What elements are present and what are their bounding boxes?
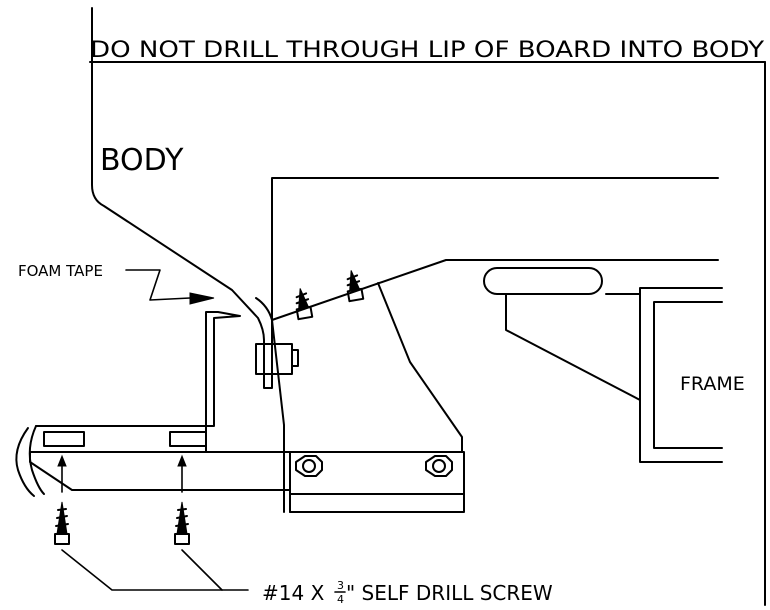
bracket-left-leg (271, 319, 285, 513)
foam-tape-bracket (205, 311, 241, 427)
warning-note: DO NOT DRILL THROUGH LIP OF BOARD INTO B… (89, 38, 766, 606)
rail-plate-bottom (289, 493, 465, 513)
mounting-bracket (255, 177, 719, 513)
bracket-right-leg (377, 282, 463, 453)
board-lip-outer (15, 427, 35, 497)
screw-callout-suffix: " SELF DRILL SCREW (346, 581, 553, 605)
body-panel: BODY (91, 7, 273, 389)
body-label: BODY (100, 143, 184, 178)
bracket-slant-edge (271, 259, 719, 321)
lower-screw-left (54, 501, 70, 545)
bracket-screws (295, 270, 365, 321)
frame-rail: FRAME (483, 267, 745, 463)
frame-label: FRAME (680, 373, 745, 395)
screw-leader-right (181, 549, 223, 591)
screw-fraction-denominator: 4 (337, 593, 344, 606)
board-rib-left (43, 431, 85, 447)
rail-bolt-right (425, 455, 453, 477)
frame-slot (483, 267, 603, 295)
screw-callout: #14 X 3 4 " SELF DRILL SCREW (61, 549, 553, 606)
rail-bolt-left (295, 455, 323, 477)
bracket-screw-left (295, 288, 314, 321)
frame-gusset (505, 293, 641, 401)
frame-inner (653, 301, 723, 449)
screw-fraction-numerator: 3 (337, 579, 344, 592)
lower-screws (54, 501, 190, 545)
bracket-bolt-nut (291, 349, 299, 367)
screw-leader-left (61, 549, 249, 591)
foam-tape-arrowhead (189, 292, 215, 305)
body-outline (91, 7, 273, 389)
frame-outer (639, 287, 723, 463)
running-board (15, 311, 241, 497)
foam-tape-callout: FOAM TAPE (18, 262, 215, 305)
board-lip-inner (28, 425, 45, 495)
foam-tape-leader (125, 269, 191, 301)
board-rail (29, 451, 465, 513)
bracket-screw-right (346, 270, 365, 303)
board-rib-right (169, 431, 207, 447)
rail-bolt-left-hole (302, 459, 316, 473)
bracket-bolt-head (255, 343, 293, 375)
rail-bolt-right-hole (432, 459, 446, 473)
arrow-right-head (177, 454, 187, 467)
bracket-top-edge (271, 177, 719, 321)
arrow-left-head (57, 454, 67, 467)
warning-text: DO NOT DRILL THROUGH LIP OF BOARD INTO B… (90, 38, 765, 63)
foam-tape-label: FOAM TAPE (18, 262, 103, 280)
rail-outline (29, 451, 465, 495)
lower-screw-right (174, 501, 190, 545)
screw-arrows (57, 454, 187, 493)
board-top-outline (35, 425, 207, 453)
screw-callout-prefix: #14 X (262, 581, 325, 605)
